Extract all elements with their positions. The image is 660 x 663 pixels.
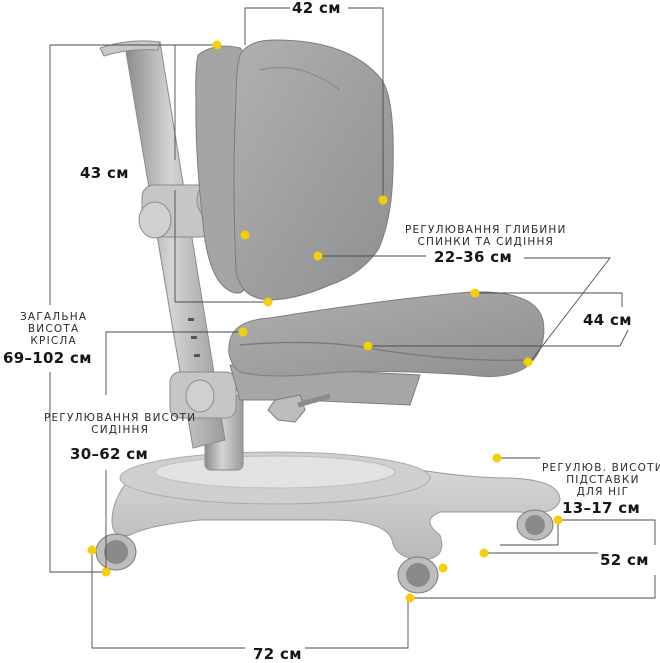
backrest: [195, 39, 394, 301]
depth-adjust-caption-line2: СПИНКИ ТА СИДІННЯ: [417, 236, 555, 249]
total-height-caption-line1: ЗАГАЛЬНА: [20, 311, 88, 323]
footrest-caption-line2: ПІДСТАВКИ: [566, 474, 640, 487]
seat-height-caption-line1: РЕГУЛЮВАННЯ ВИСОТИ: [44, 412, 197, 424]
measurement-dots: [87, 40, 563, 603]
seat-height-value: 30–62 см: [70, 445, 149, 463]
depth-adjust-caption-line1: РЕГУЛЮВАННЯ ГЛИБИНИ: [405, 224, 567, 236]
footrest-caption: РЕГУЛЮВ. ВИСОТИ ПІДСТАВКИ ДЛЯ НІГ: [542, 462, 660, 498]
total-height-caption: ЗАГАЛЬНА ВИСОТА КРІСЛА: [20, 311, 87, 347]
seat-width-label: 44 см: [583, 311, 632, 329]
base-depth-label: 52 см: [600, 551, 649, 569]
backrest-width-label: 42 см: [292, 0, 341, 17]
footrest-value: 13–17 см: [562, 499, 641, 517]
caster-front-right: [397, 556, 439, 594]
footrest-caption-line3: ДЛЯ НІГ: [576, 486, 630, 499]
dimension-lines: [49, 7, 656, 649]
seat-height-caption-line2: СИДІННЯ: [91, 424, 150, 437]
caster-back-right: [516, 509, 554, 541]
footrest-caption-line1: РЕГУЛЮВ. ВИСОТИ: [542, 462, 660, 474]
base-width-label: 72 см: [253, 645, 302, 663]
caster-front-left: [95, 533, 137, 571]
backrest-height-label: 43 см: [80, 164, 129, 182]
chair-body: [95, 39, 561, 594]
seat-adjust-knob: [267, 393, 331, 423]
seat-height-caption: РЕГУЛЮВАННЯ ВИСОТИ СИДІННЯ: [44, 412, 196, 436]
depth-adjust-caption: РЕГУЛЮВАННЯ ГЛИБИНИ СПИНКИ ТА СИДІННЯ: [405, 224, 567, 248]
total-height-caption-line2: ВИСОТА: [27, 323, 80, 336]
total-height-caption-line3: КРІСЛА: [30, 335, 77, 348]
seat-cushion: [228, 291, 545, 377]
depth-adjust-value: 22–36 см: [434, 248, 513, 266]
total-height-value: 69–102 см: [3, 349, 92, 367]
